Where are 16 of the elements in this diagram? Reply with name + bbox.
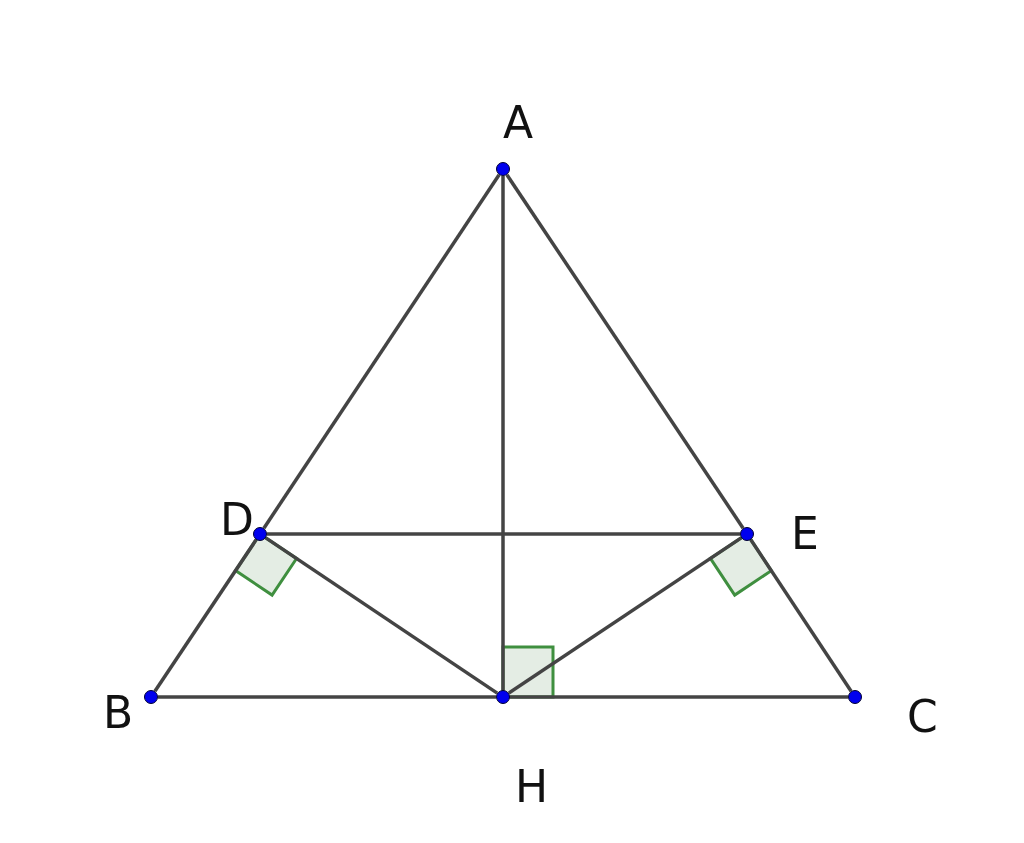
line-segment <box>510 695 848 699</box>
line-segment <box>749 538 853 693</box>
line-segment <box>501 176 505 690</box>
line-segment <box>267 532 740 536</box>
line-segment <box>153 538 258 693</box>
line-segment <box>158 695 496 699</box>
point-label: H <box>515 765 549 809</box>
point-label: A <box>503 101 534 145</box>
line-segment <box>264 536 499 695</box>
line-segment <box>505 173 745 530</box>
point-label: D <box>220 498 254 542</box>
line-segment <box>262 173 501 530</box>
point-label: B <box>103 691 134 735</box>
point-label: E <box>791 512 819 556</box>
point-label: C <box>907 695 938 739</box>
line-segment <box>507 536 743 695</box>
